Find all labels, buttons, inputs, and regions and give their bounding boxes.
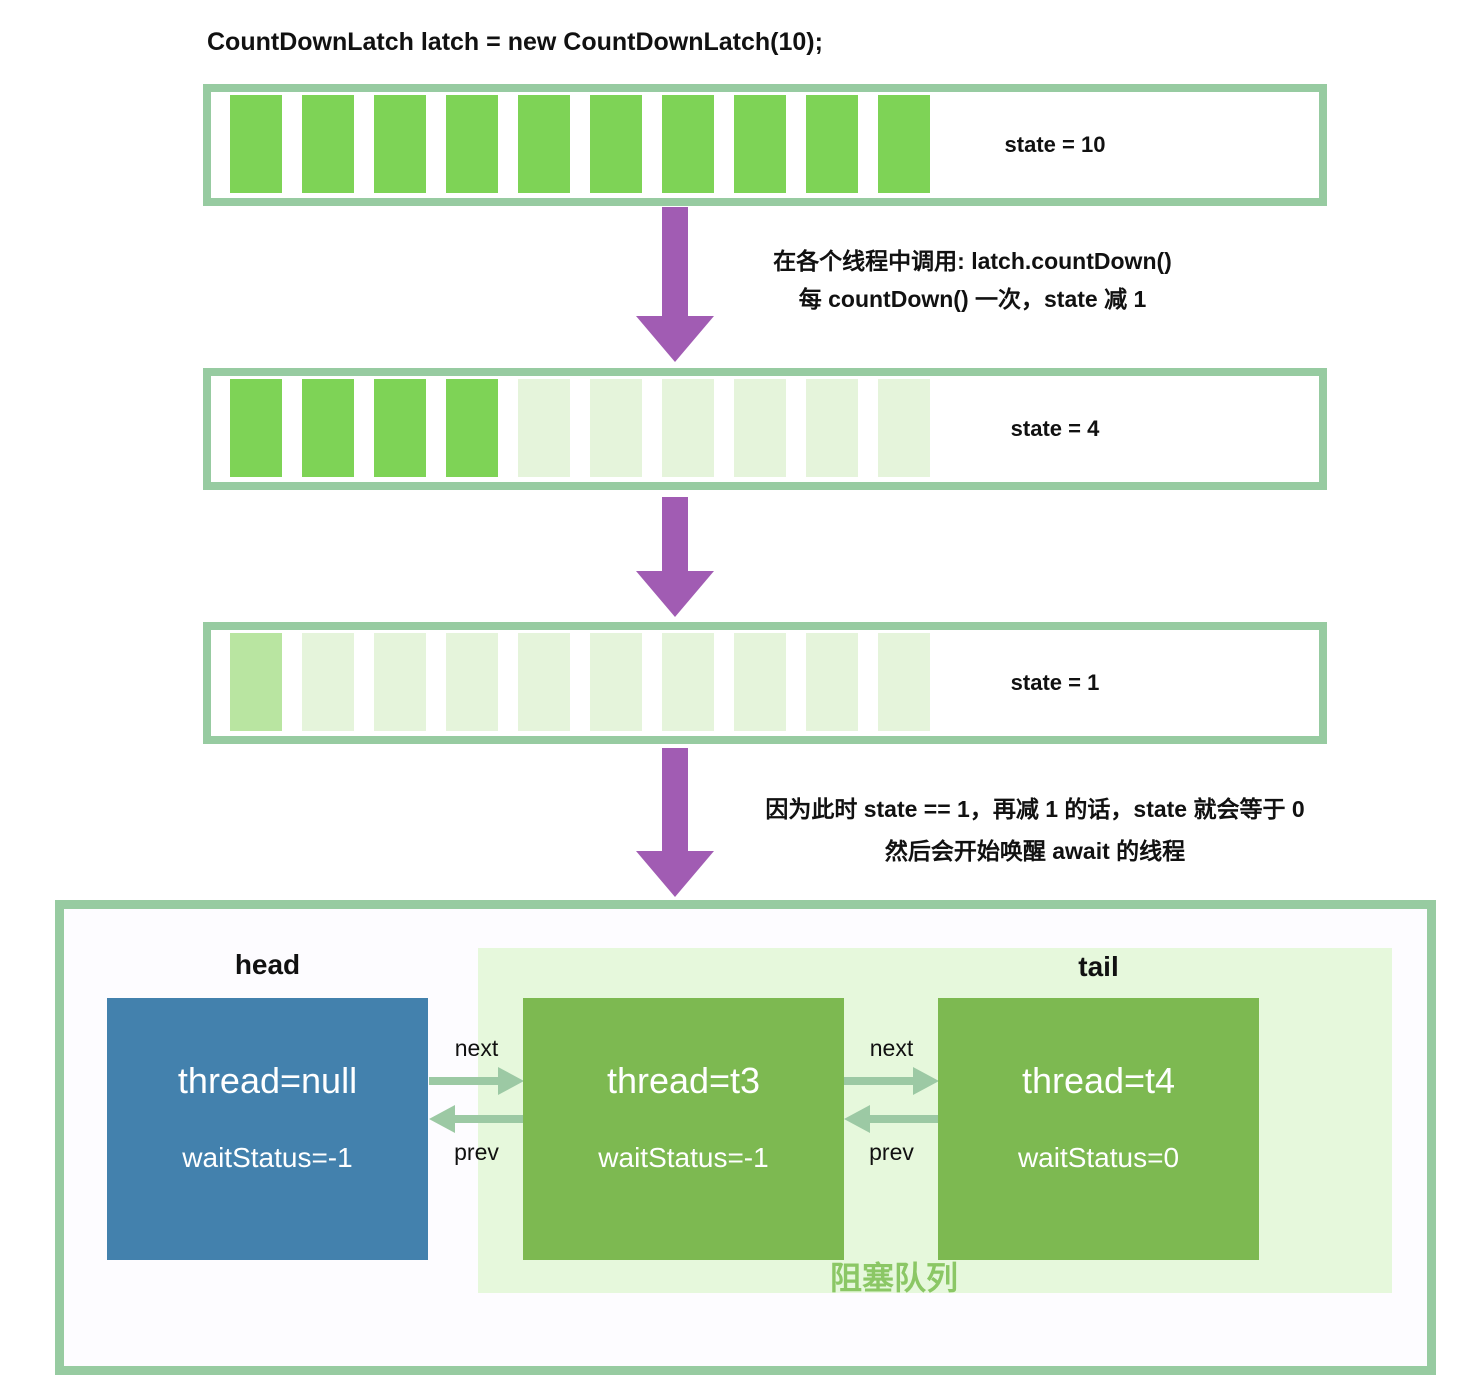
down-arrow-head (636, 571, 714, 617)
node-thread-value: thread=null (177, 1060, 358, 1101)
countdown-annotation: 在各个线程中调用: latch.countDown() 每 countDown(… (700, 242, 1245, 318)
latch-count-cell (374, 379, 426, 477)
prev-arrow (844, 1105, 939, 1133)
prev-arrow (429, 1105, 524, 1133)
node-thread-value: thread=t4 (1021, 1060, 1176, 1101)
node-waitstatus-value: waitStatus=0 (1017, 1142, 1180, 1173)
next-pointer-label: next (869, 1035, 914, 1061)
state-label-10: state = 10 (1004, 132, 1106, 157)
node-thread-value: thread=t3 (606, 1060, 761, 1101)
queue-node-t3: thread=t3 waitStatus=-1 (523, 998, 844, 1260)
latch-count-cell (806, 633, 858, 731)
next-arrow (844, 1067, 939, 1095)
node-waitstatus-value: waitStatus=-1 (598, 1142, 769, 1173)
latch-count-cell (662, 95, 714, 193)
latch-count-cell (518, 379, 570, 477)
blocking-queue-label: 阻塞队列 (829, 1260, 958, 1296)
latch-count-cell (446, 95, 498, 193)
latch-count-cell (230, 379, 282, 477)
prev-pointer-label: prev (869, 1139, 914, 1165)
latch-cells (230, 633, 930, 731)
release-annotation: 因为此时 state == 1，再减 1 的话，state 就会等于 0 然后会… (705, 788, 1365, 872)
node-waitstatus-value: waitStatus=-1 (182, 1142, 353, 1173)
latch-count-cell (590, 633, 642, 731)
countdown-annotation-line2: 每 countDown() 一次，state 减 1 (798, 286, 1147, 312)
down-arrow-head (636, 316, 714, 362)
latch-count-cell (374, 633, 426, 731)
latch-count-cell (590, 379, 642, 477)
next-arrow-shaft (844, 1077, 915, 1085)
prev-pointer-label: prev (454, 1139, 499, 1165)
latch-count-cell (878, 95, 930, 193)
latch-count-cell (446, 379, 498, 477)
latch-count-cell (734, 95, 786, 193)
latch-count-cell (734, 633, 786, 731)
next-pointer-label: next (454, 1035, 499, 1061)
latch-count-cell (230, 633, 282, 731)
down-arrow-shaft (662, 497, 688, 571)
down-arrow-1 (636, 207, 714, 362)
latch-count-cell (302, 379, 354, 477)
queue-node-t4: thread=t4 waitStatus=0 (938, 998, 1259, 1260)
down-arrow-3 (636, 748, 714, 897)
prev-arrow-shaft (453, 1115, 524, 1123)
release-annotation-line1: 因为此时 state == 1，再减 1 的话，state 就会等于 0 (765, 796, 1305, 822)
latch-count-cell (878, 633, 930, 731)
state-label-4: state = 4 (1010, 416, 1100, 441)
next-arrow (429, 1067, 524, 1095)
countdown-annotation-line1: 在各个线程中调用: latch.countDown() (773, 248, 1172, 274)
next-arrow-shaft (429, 1077, 500, 1085)
state-bar-10: state = 10 (203, 84, 1327, 206)
latch-count-cell (806, 95, 858, 193)
latch-count-cell (446, 633, 498, 731)
latch-count-cell (590, 95, 642, 193)
latch-count-cell (662, 633, 714, 731)
latch-count-cell (734, 379, 786, 477)
release-annotation-line2: 然后会开始唤醒 await 的线程 (884, 838, 1186, 864)
head-caption: head (234, 949, 301, 980)
down-arrow-2 (636, 497, 714, 617)
state-bar-1: state = 1 (203, 622, 1327, 744)
latch-count-cell (878, 379, 930, 477)
latch-count-cell (230, 95, 282, 193)
latch-count-cell (806, 379, 858, 477)
latch-count-cell (302, 633, 354, 731)
down-arrow-shaft (662, 748, 688, 851)
latch-count-cell (662, 379, 714, 477)
latch-count-cell (302, 95, 354, 193)
sync-queue-container: head tail thread=null waitStatus=-1 next… (55, 900, 1436, 1375)
latch-cells (230, 95, 930, 193)
tail-caption: tail (1078, 951, 1119, 982)
latch-count-cell (518, 95, 570, 193)
down-arrow-shaft (662, 207, 688, 316)
code-title: CountDownLatch latch = new CountDownLatc… (207, 28, 823, 56)
latch-cells (230, 379, 930, 477)
state-label-1: state = 1 (1010, 670, 1100, 695)
state-bar-4: state = 4 (203, 368, 1327, 490)
prev-arrow-shaft (868, 1115, 939, 1123)
latch-count-cell (374, 95, 426, 193)
queue-node-head: thread=null waitStatus=-1 (107, 998, 428, 1260)
latch-count-cell (518, 633, 570, 731)
down-arrow-head (636, 851, 714, 897)
